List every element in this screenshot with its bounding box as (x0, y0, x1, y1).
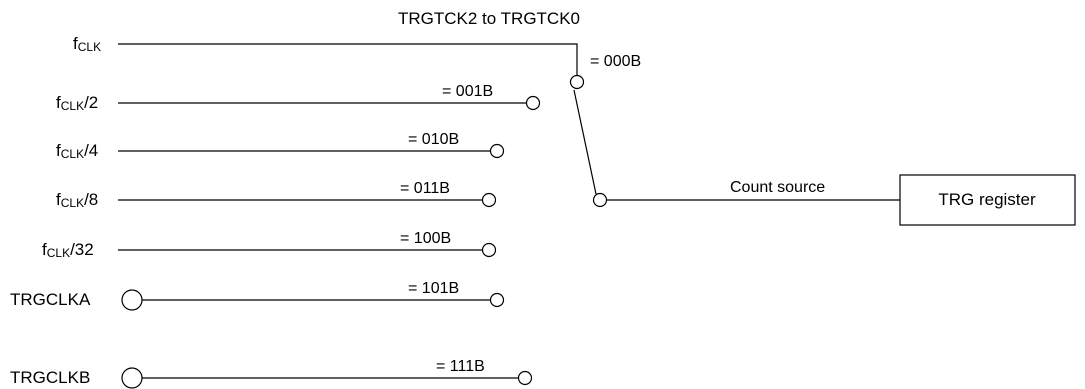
input-label-fclk-4: fCLK/4 (56, 141, 98, 161)
switch-contact-000 (569, 74, 585, 90)
switch-contact-001 (525, 95, 541, 111)
count-source-label: Count source (730, 179, 825, 196)
trg-register-label: TRG register (938, 190, 1036, 209)
input-label-fclk-8: fCLK/8 (56, 190, 98, 210)
switch-common-contact (592, 192, 608, 208)
input-label-fclk: fCLK (73, 34, 101, 54)
trg-register-box (899, 174, 1076, 226)
switch-contact-111 (517, 370, 533, 386)
switch-arm (573, 89, 597, 195)
select-code-000: = 000B (590, 53, 641, 70)
input-label-fclk-2: fCLK/2 (56, 93, 98, 113)
select-code-010: = 010B (408, 131, 459, 148)
select-code-101: = 101B (408, 280, 459, 297)
pin-trgclkb (121, 367, 143, 389)
switch-contact-011 (481, 192, 497, 208)
select-code-111: = 111B (436, 358, 485, 375)
select-code-011: = 011B (400, 180, 450, 197)
input-label-trgclkb: TRGCLKB (10, 368, 90, 387)
input-label-trgclka: TRGCLKA (10, 290, 91, 309)
switch-contact-010 (489, 143, 505, 159)
select-code-001: = 001B (442, 83, 493, 100)
selector-title: TRGTCK2 to TRGTCK0 (398, 9, 580, 28)
input-label-fclk-32: fCLK/32 (42, 240, 94, 260)
switch-contact-101 (489, 292, 505, 308)
select-code-100: = 100B (400, 230, 451, 247)
pin-trgclka (121, 289, 143, 311)
input-wire-fclk (118, 43, 578, 75)
switch-contact-100 (481, 242, 497, 258)
